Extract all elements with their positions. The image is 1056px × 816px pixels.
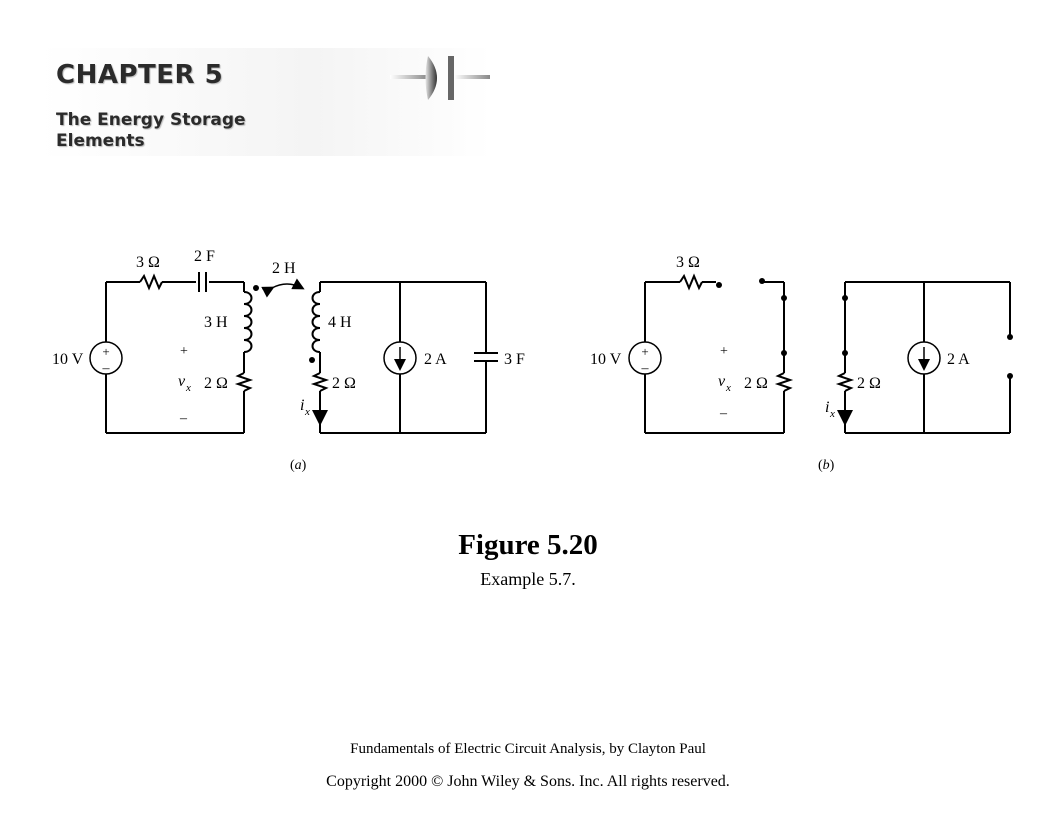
label-10v-a: 10 V [52, 351, 84, 368]
chapter-subtitle-line1: The Energy Storage [56, 110, 246, 130]
caption-a: (a) [290, 458, 307, 473]
current-source-2a-b [907, 341, 941, 375]
coupling-dot-primary [253, 285, 259, 291]
label-ix-sub-b: x [829, 408, 835, 420]
label-2a-a: 2 A [424, 351, 447, 368]
capacitor-2f-a [198, 272, 207, 292]
chapter-title: CHAPTER 5 [56, 60, 224, 90]
label-ix-b: i [825, 399, 829, 416]
terminal-dot-b4 [781, 350, 787, 356]
label-vx-sub-a: x [185, 382, 191, 394]
label-2ohm-primary: 2 Ω [204, 375, 228, 392]
inductor-3h-primary [243, 291, 253, 353]
caption-b: (b) [818, 458, 835, 473]
label-2ohm-left-b: 2 Ω [744, 375, 768, 392]
resistor-3ohm-b [679, 273, 703, 291]
label-plus-b: + [720, 344, 728, 359]
resistor-2ohm-right-b [835, 372, 855, 392]
label-plus-a: + [180, 344, 188, 359]
figure-caption: Example 5.7. [480, 569, 576, 589]
label-vx-a: v [178, 373, 186, 390]
circuit-diagram: + – 3 Ω 2 F [52, 248, 1013, 473]
footer-book-credit: Fundamentals of Electric Circuit Analysi… [350, 741, 706, 757]
coupling-dot-secondary [309, 357, 315, 363]
mutual-inductance-arrow [261, 278, 305, 298]
resistor-2ohm-primary [234, 372, 254, 392]
label-vx-sub-b: x [725, 382, 731, 394]
label-ix-sub-a: x [304, 406, 310, 418]
resistor-2ohm-secondary [310, 372, 330, 392]
label-3ohm-b: 3 Ω [676, 254, 700, 271]
capacitor-logo-icon [390, 56, 490, 100]
inductor-4h-secondary [311, 291, 321, 353]
label-vx-b: v [718, 373, 726, 390]
resistor-3ohm-a [139, 273, 163, 291]
label-2h-mutual: 2 H [272, 260, 296, 277]
circuit-a: + – 3 Ω 2 F [52, 248, 525, 473]
open-terminal-b1 [716, 282, 722, 288]
label-2ohm-secondary: 2 Ω [332, 375, 356, 392]
resistor-2ohm-left-b [774, 372, 794, 392]
terminal-dot-b3 [781, 295, 787, 301]
label-3f: 3 F [504, 351, 525, 368]
label-minus-b: – [719, 406, 728, 421]
source-minus-a: – [102, 361, 111, 376]
label-2f-a: 2 F [194, 248, 215, 265]
circuit-b: + – 3 Ω 10 V + v x – 2 Ω 2 Ω i x 2 A [590, 254, 1013, 473]
label-10v-b: 10 V [590, 351, 622, 368]
label-ix-a: i [300, 397, 304, 414]
terminal-dot-b6 [842, 350, 848, 356]
footer-copyright: Copyright 2000 © John Wiley & Sons. Inc.… [326, 773, 730, 790]
label-2ohm-right-b: 2 Ω [857, 375, 881, 392]
label-minus-a: – [179, 411, 188, 426]
current-source-2a-a [383, 341, 417, 375]
capacitor-3f-a [474, 352, 498, 362]
label-4h: 4 H [328, 314, 352, 331]
figure-title: Figure 5.20 [458, 529, 598, 561]
chapter-subtitle-line2: Elements [56, 131, 145, 151]
label-3h: 3 H [204, 314, 228, 331]
label-3ohm-a: 3 Ω [136, 254, 160, 271]
source-plus-b: + [641, 344, 648, 359]
source-minus-b: – [641, 361, 650, 376]
terminal-dot-b5 [842, 295, 848, 301]
label-2a-b: 2 A [947, 351, 970, 368]
open-terminal-b7 [1007, 334, 1013, 340]
source-plus-a: + [102, 344, 109, 359]
chapter-banner [40, 48, 492, 156]
